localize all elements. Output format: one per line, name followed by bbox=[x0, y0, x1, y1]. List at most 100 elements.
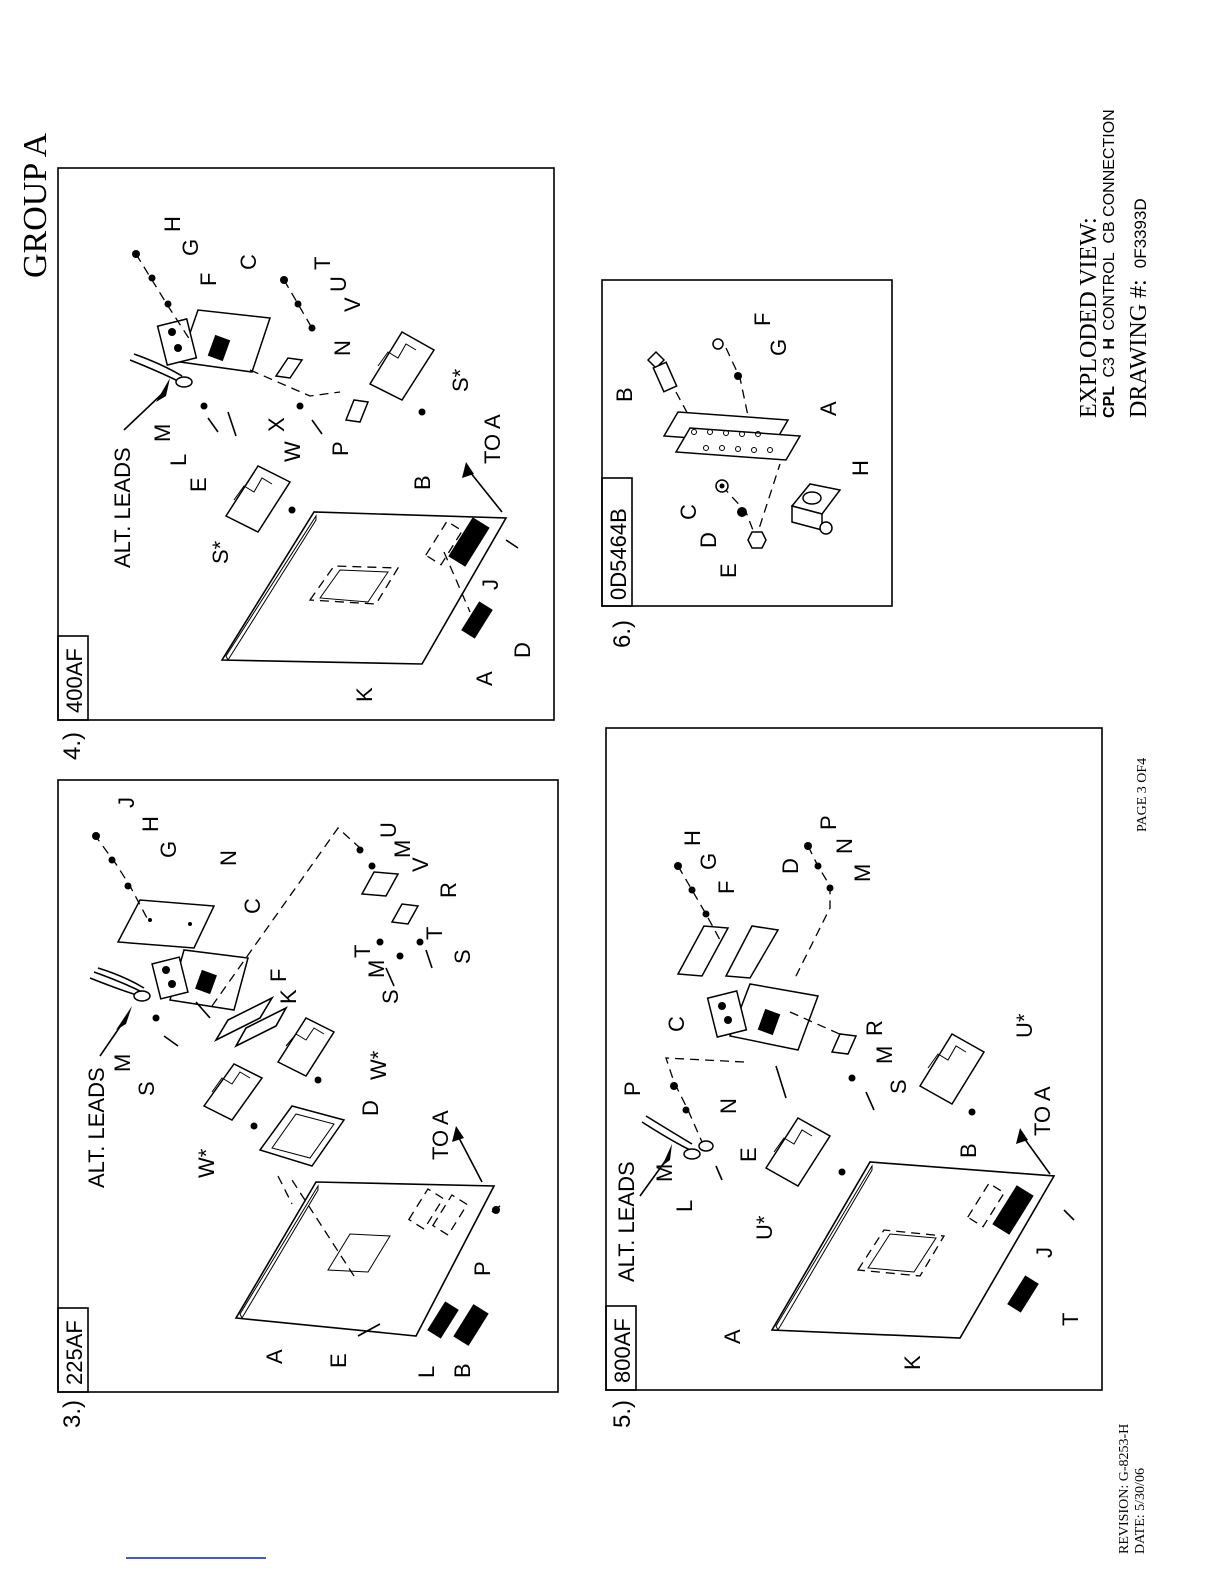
svg-text:DRAWING #: 0F3393D: DRAWING #: 0F3393D bbox=[1126, 198, 1152, 418]
breaker-c-5 bbox=[706, 983, 820, 1051]
title-cpl: CPL bbox=[1101, 386, 1118, 418]
p4-s-star-2: S* bbox=[448, 368, 473, 392]
p3-alt-leads: ALT. LEADS bbox=[84, 1067, 109, 1188]
mounting-plate-5 bbox=[770, 1161, 1056, 1339]
drawing-number: 0F3393D bbox=[1131, 198, 1150, 268]
alt-leads-wires bbox=[89, 967, 151, 1057]
exploded-view-title: EXPLODED VIEW: bbox=[1076, 217, 1102, 418]
panel-5-tag: 800AF bbox=[610, 1318, 635, 1383]
p3-m-3: M bbox=[364, 960, 389, 978]
p5-p: P bbox=[620, 1081, 645, 1096]
p5-a: A bbox=[720, 1329, 745, 1344]
p5-r: R bbox=[862, 1020, 887, 1036]
p5-n: N bbox=[716, 1098, 741, 1114]
p3-h: H bbox=[138, 816, 163, 832]
panel-5-drawing bbox=[639, 842, 1075, 1339]
label-b-plate-5 bbox=[992, 1185, 1034, 1235]
p3-b: B bbox=[450, 1363, 475, 1378]
p3-u: U bbox=[376, 822, 401, 838]
p3-m: M bbox=[110, 1054, 135, 1072]
p5-k: K bbox=[900, 1355, 925, 1370]
p4-t: T bbox=[310, 257, 335, 270]
p4-f: F bbox=[196, 273, 221, 286]
p3-to-a: TO A bbox=[428, 1110, 453, 1160]
date: DATE: 5/30/06 bbox=[1133, 1468, 1148, 1554]
p4-to-a: TO A bbox=[480, 414, 505, 464]
p3-l: L bbox=[414, 1366, 439, 1378]
p3-f: F bbox=[266, 969, 291, 982]
p3-w-star-2: W* bbox=[366, 1050, 391, 1080]
p5-alt-leads: ALT. LEADS bbox=[614, 1161, 639, 1282]
p4-k: K bbox=[352, 687, 377, 702]
p5-to-a: TO A bbox=[1030, 1086, 1055, 1136]
title-h: H bbox=[1101, 338, 1118, 350]
p5-s: S bbox=[886, 1079, 911, 1094]
p5-c: C bbox=[664, 1016, 689, 1032]
lug-u-2 bbox=[918, 1032, 986, 1116]
mounting-plate-4 bbox=[220, 511, 508, 665]
p3-g: G bbox=[156, 841, 181, 858]
p5-m-3: M bbox=[850, 864, 875, 882]
svg-text:CPL C3 H CON: CPL C3 H CONTROL CB CONNECTION bbox=[1101, 109, 1118, 418]
p3-r: R bbox=[436, 882, 461, 898]
p3-v: V bbox=[408, 857, 433, 872]
lug-u-1 bbox=[764, 1116, 846, 1188]
bolt-b bbox=[646, 350, 678, 393]
drawing-label: DRAWING #: bbox=[1126, 279, 1152, 418]
p4-a: A bbox=[472, 671, 497, 686]
terminal-h bbox=[790, 483, 842, 535]
p6-c: C bbox=[676, 504, 701, 520]
p4-j: J bbox=[478, 579, 503, 590]
label-b-plate-4 bbox=[448, 517, 490, 567]
p6-g: G bbox=[766, 339, 791, 356]
p3-n: N bbox=[216, 850, 241, 866]
title-c3: C3 bbox=[1101, 357, 1118, 378]
p4-x: X bbox=[264, 417, 289, 432]
p3-d: D bbox=[358, 1100, 383, 1116]
p4-w: W bbox=[280, 441, 305, 462]
p6-d: D bbox=[696, 532, 721, 548]
p3-t-2: T bbox=[350, 945, 375, 958]
page-number: PAGE 3 OF4 bbox=[1135, 758, 1150, 832]
panel-5-frame bbox=[605, 727, 1103, 1391]
p4-g: G bbox=[178, 239, 203, 256]
p3-m-2: M bbox=[390, 840, 415, 858]
p4-u: U bbox=[326, 276, 351, 292]
label-b-plate bbox=[453, 1304, 489, 1346]
p5-n-2: N bbox=[832, 838, 857, 854]
p4-h: H bbox=[160, 216, 185, 232]
p3-j: J bbox=[114, 797, 139, 808]
block-p-4 bbox=[344, 399, 370, 423]
p4-v: V bbox=[340, 297, 365, 312]
label-t-plate-5 bbox=[1007, 1275, 1039, 1313]
panel-4-tag: 400AF bbox=[62, 648, 87, 713]
p5-t: T bbox=[1058, 1313, 1083, 1326]
mounting-plate bbox=[234, 1181, 496, 1337]
panel-6-number: 6.) bbox=[609, 620, 636, 648]
p3-s-2: S bbox=[450, 949, 475, 964]
p5-b: B bbox=[956, 1143, 981, 1158]
p3-a: A bbox=[262, 1349, 287, 1364]
p4-m: M bbox=[150, 424, 175, 442]
p4-n: N bbox=[330, 340, 355, 356]
revision: REVISION: G-8253-H bbox=[1117, 1424, 1132, 1554]
lug-w-2 bbox=[276, 1017, 336, 1084]
drawing-number-line: DRAWING #: 0F3393D bbox=[1126, 198, 1152, 418]
title-cb-connection: CB CONNECTION bbox=[1101, 109, 1118, 243]
p5-g: G bbox=[696, 853, 721, 870]
panel-6-frame bbox=[601, 279, 893, 607]
p4-alt-leads: ALT. LEADS bbox=[110, 447, 135, 568]
panel-6-drawing bbox=[646, 338, 842, 549]
p6-f: F bbox=[750, 313, 775, 326]
panel-3-tag: 225AF bbox=[62, 1320, 87, 1385]
p5-f: F bbox=[714, 881, 739, 894]
p5-e: E bbox=[736, 1147, 761, 1162]
title-subline: CPL C3 H CONTROL CB CONNECTION bbox=[1101, 109, 1118, 418]
p3-e: E bbox=[326, 1353, 351, 1368]
p3-s-3: S bbox=[378, 989, 403, 1004]
bracket-assembly bbox=[356, 846, 433, 987]
p6-b: B bbox=[612, 387, 637, 402]
p5-u-star-1: U* bbox=[752, 1215, 777, 1240]
block-r-5 bbox=[830, 1033, 858, 1055]
bracket-n-4 bbox=[274, 357, 304, 379]
